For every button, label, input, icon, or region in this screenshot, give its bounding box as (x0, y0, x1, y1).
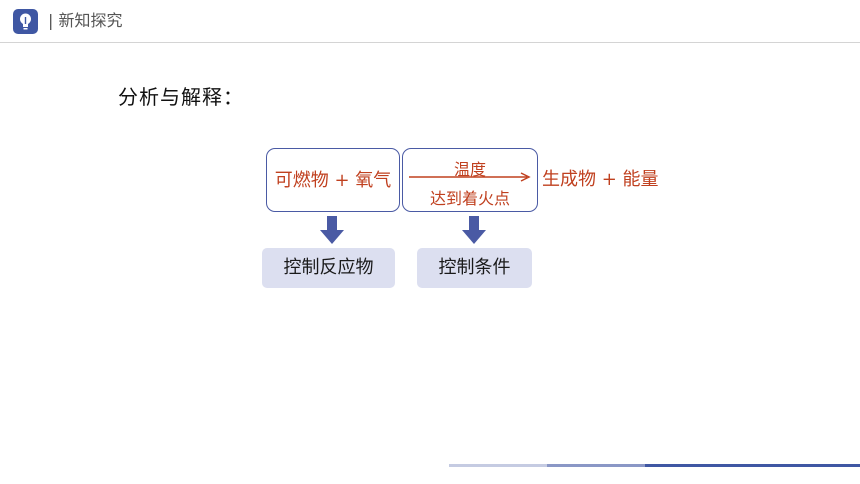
conditions-box: 温度 达到着火点 (402, 148, 538, 212)
reaction-arrow-icon (409, 172, 531, 182)
control-reactants-label: 控制反应物 (262, 248, 395, 288)
footer-bar-mid (547, 464, 645, 467)
control-conditions-label: 控制条件 (417, 248, 532, 288)
down-arrow-icon (320, 216, 344, 244)
subtitle: 分析与解释： (118, 85, 244, 109)
header-divider (0, 42, 860, 43)
footer-bar-light (449, 464, 547, 467)
lightbulb-icon (13, 9, 38, 34)
condition-bottom-text: 达到着火点 (429, 189, 510, 208)
condition-top-text: 温度 (453, 160, 486, 179)
reactants-text: 可燃物 + 氧气 (274, 170, 392, 191)
down-arrow-icon (462, 216, 486, 244)
footer-bar-dark (645, 464, 860, 467)
reactants-box: 可燃物 + 氧气 (266, 148, 400, 212)
products-text: 生成物 + 能量 (542, 169, 659, 190)
section-title: | 新知探究 (48, 11, 123, 30)
